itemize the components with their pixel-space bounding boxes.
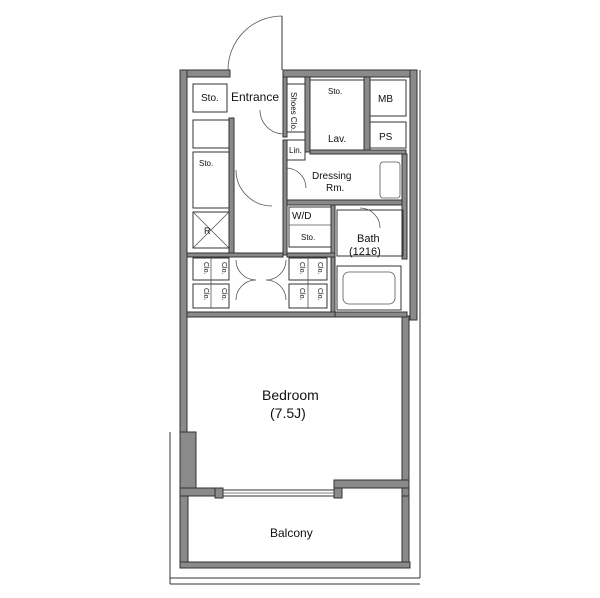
outer-walls: [169, 69, 421, 585]
label-dressing-line1: Dressing: [312, 171, 351, 182]
label-storage-wd: Sto.: [301, 233, 315, 242]
entrance-door: [227, 15, 283, 71]
label-closet-8: Clo.: [316, 288, 323, 301]
label-storage-kitchen: Sto.: [199, 159, 213, 168]
label-bedroom-line2: (7.5J): [270, 405, 306, 421]
label-entrance: Entrance: [231, 90, 279, 104]
label-closet-7: Clo.: [298, 288, 305, 301]
label-mb: MB: [378, 94, 393, 105]
label-linen: Lin.: [289, 146, 302, 155]
label-closet-5: Clo.: [298, 262, 305, 275]
label-fridge: R: [204, 226, 211, 236]
label-ps: PS: [379, 132, 393, 143]
label-storage-top: Sto.: [201, 93, 219, 104]
label-bath-line2: (1216): [349, 246, 381, 258]
label-lavatory: Lav.: [328, 134, 346, 145]
interior-walls: [186, 76, 408, 318]
label-dressing-line2: Rm.: [326, 183, 344, 194]
label-shoes-closet: Shoes Clo.: [289, 92, 298, 131]
label-balcony: Balcony: [270, 526, 313, 540]
interior-doors: [235, 109, 381, 301]
label-storage-lav: Sto.: [328, 87, 342, 96]
label-bath-line1: Bath: [357, 233, 380, 245]
label-washer: W/D: [292, 211, 311, 222]
label-closet-1: Clo.: [202, 262, 209, 275]
label-closet-2: Clo.: [220, 262, 227, 275]
label-closet-4: Clo.: [220, 288, 227, 301]
label-closet-3: Clo.: [202, 288, 209, 301]
label-bedroom-line1: Bedroom: [262, 387, 319, 403]
label-closet-6: Clo.: [316, 262, 323, 275]
